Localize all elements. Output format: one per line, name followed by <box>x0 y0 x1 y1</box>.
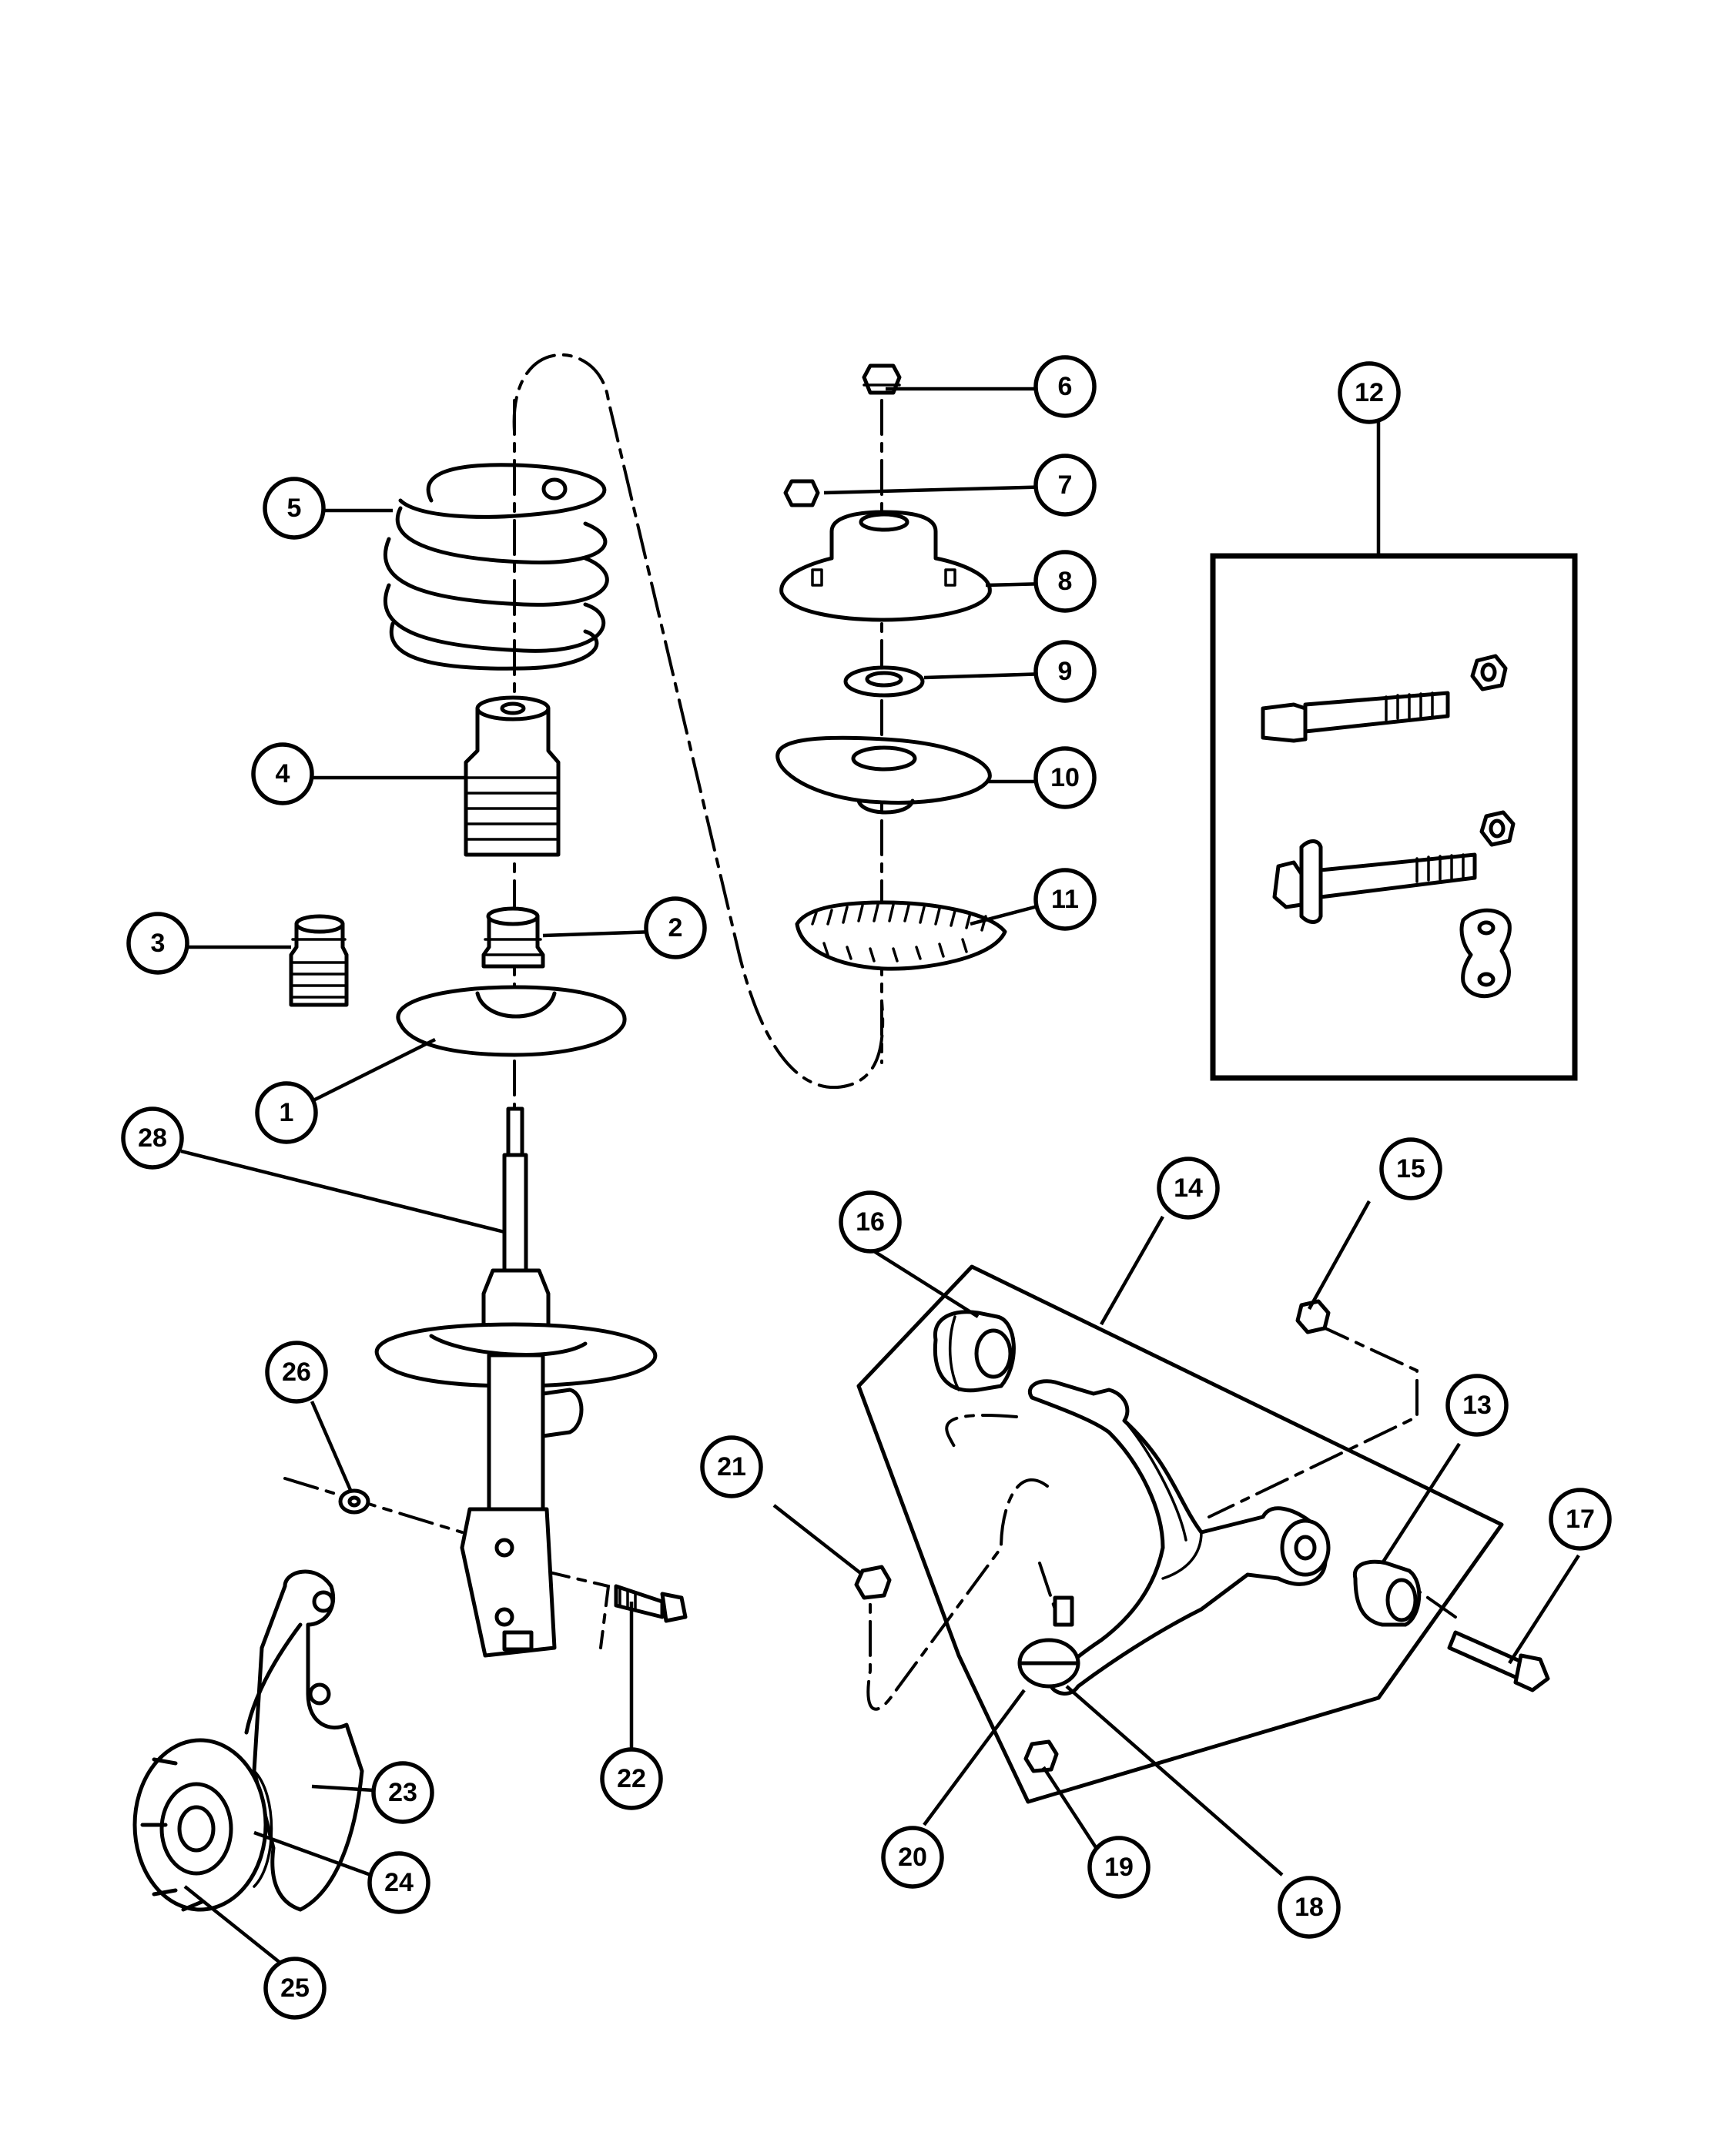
svg-text:7: 7 <box>1058 470 1073 500</box>
callout-4: 4 <box>251 742 314 805</box>
callout-1: 1 <box>255 1081 318 1144</box>
svg-text:18: 18 <box>1295 1893 1324 1922</box>
strut-knuckle-bolt <box>614 1584 688 1623</box>
svg-text:13: 13 <box>1462 1391 1492 1420</box>
hub-bearing <box>132 1738 273 1912</box>
callout-23: 23 <box>371 1761 434 1824</box>
lower-control-arm <box>1017 1379 1331 1696</box>
callout-8: 8 <box>1033 550 1097 613</box>
callout-28: 28 <box>121 1106 184 1170</box>
callout-3: 3 <box>126 912 189 975</box>
svg-text:5: 5 <box>287 494 302 523</box>
strut-bumper <box>481 906 545 969</box>
svg-text:16: 16 <box>856 1207 885 1237</box>
callout-10: 10 <box>1033 746 1097 809</box>
svg-text:23: 23 <box>388 1778 417 1807</box>
strut-bearing <box>843 665 925 698</box>
svg-text:1: 1 <box>280 1098 294 1127</box>
svg-text:22: 22 <box>617 1764 646 1793</box>
callout-2: 2 <box>644 896 707 959</box>
callout-19: 19 <box>1087 1836 1151 1899</box>
callout-24: 24 <box>367 1851 430 1914</box>
svg-text:4: 4 <box>276 759 290 788</box>
callout-17: 17 <box>1549 1488 1612 1551</box>
svg-text:15: 15 <box>1396 1154 1425 1183</box>
svg-text:6: 6 <box>1058 372 1073 401</box>
svg-text:19: 19 <box>1104 1853 1134 1882</box>
svg-text:8: 8 <box>1058 567 1073 596</box>
coil-spring <box>383 463 609 671</box>
strut-bumper-alt <box>289 914 349 1007</box>
callout-20: 20 <box>881 1826 944 1889</box>
callouts: 1 2 3 4 5 6 7 8 9 10 11 12 13 14 15 16 1… <box>121 355 1612 2020</box>
callout-25: 25 <box>263 1957 327 2020</box>
front-bushing-nut <box>1295 1299 1331 1334</box>
wheel-studs <box>140 1757 204 1912</box>
mount-nut <box>783 479 820 507</box>
rear-bushing-bolt <box>1447 1630 1550 1692</box>
control-arm-bushing-front <box>933 1310 1016 1393</box>
callout-18: 18 <box>1278 1876 1341 1939</box>
control-arm-bushing-rear <box>1352 1559 1422 1627</box>
callout-21: 21 <box>700 1435 763 1498</box>
svg-text:14: 14 <box>1174 1173 1203 1203</box>
callout-14: 14 <box>1157 1157 1220 1220</box>
svg-text:21: 21 <box>717 1452 746 1481</box>
svg-text:17: 17 <box>1566 1505 1595 1534</box>
callout-11: 11 <box>1033 868 1097 931</box>
svg-text:11: 11 <box>1051 885 1079 914</box>
svg-text:20: 20 <box>898 1843 927 1872</box>
callout-22: 22 <box>600 1747 663 1810</box>
steering-knuckle <box>244 1569 364 1912</box>
svg-text:25: 25 <box>280 1974 310 2003</box>
hardware-kit <box>1210 553 1578 1081</box>
upper-spring-isolator <box>795 900 1007 971</box>
strut-rod-nut <box>862 363 902 395</box>
svg-text:24: 24 <box>384 1868 414 1897</box>
svg-text:28: 28 <box>138 1123 167 1153</box>
jounce-bumper-boot <box>464 695 561 857</box>
callout-26: 26 <box>265 1341 328 1404</box>
svg-text:10: 10 <box>1050 763 1080 792</box>
callout-5: 5 <box>263 477 326 540</box>
callout-16: 16 <box>839 1190 902 1254</box>
callout-7: 7 <box>1033 454 1097 517</box>
lower-spring-isolator <box>396 985 627 1057</box>
callout-12: 12 <box>1338 361 1401 424</box>
callout-6: 6 <box>1033 355 1097 418</box>
control-arm-group-outline <box>856 1264 1504 1804</box>
svg-text:2: 2 <box>668 913 683 942</box>
washer <box>338 1488 370 1515</box>
ball-joint-nut <box>1023 1739 1059 1773</box>
callout-15: 15 <box>1379 1137 1442 1200</box>
upper-spring-seat <box>775 735 992 815</box>
callout-9: 9 <box>1033 640 1097 703</box>
leader-lines <box>180 387 1580 1965</box>
svg-text:26: 26 <box>282 1358 311 1387</box>
svg-text:3: 3 <box>151 929 166 958</box>
svg-text:12: 12 <box>1355 378 1384 407</box>
strut-assembly <box>374 1106 658 1658</box>
callout-13: 13 <box>1445 1374 1509 1437</box>
svg-text:9: 9 <box>1058 657 1073 686</box>
upper-strut-mount <box>779 510 992 622</box>
ball-joint-pinch-nut <box>854 1565 892 1600</box>
